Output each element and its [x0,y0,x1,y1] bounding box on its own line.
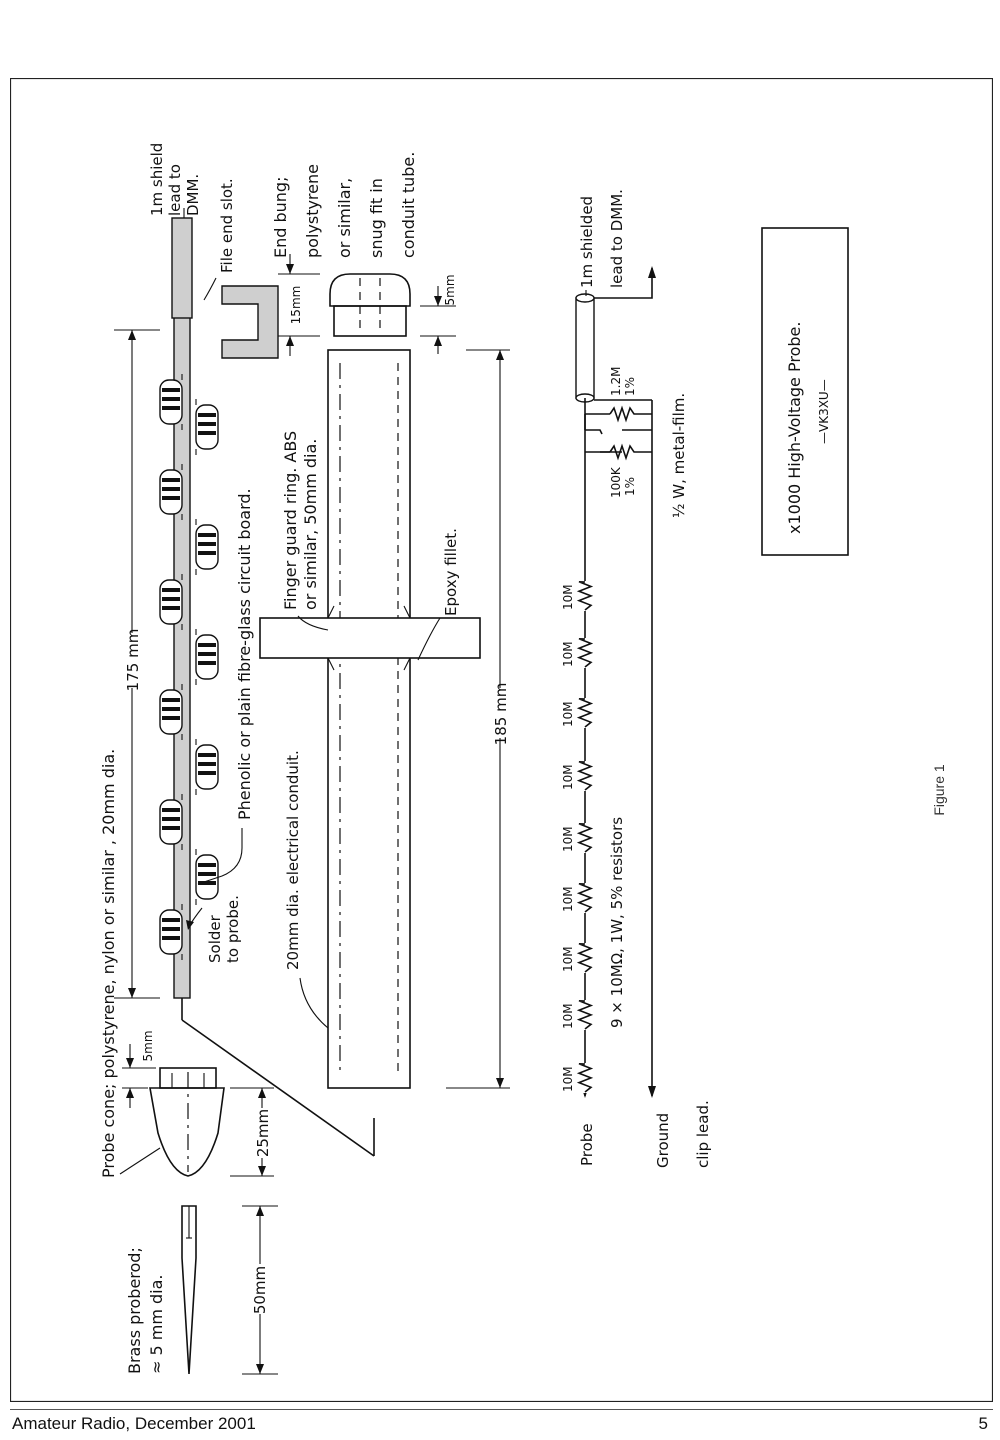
board-resistor [159,684,183,740]
board-resistor [159,904,183,960]
series-resistor [576,1000,594,1030]
conduit-label: 20mm dia. electrical conduit. [284,750,302,970]
shielded-lead [575,297,595,399]
dim-25mm-label: 25mm [254,1109,272,1157]
end-bung-label-2: polystyrene [303,164,322,258]
series-resistor-label: 10M [561,826,575,852]
board-resistor [195,629,219,685]
series-resistor [576,638,594,668]
board-resistor [159,574,183,630]
r12m-label-2: 1% [623,377,637,396]
end-bung-label-1: End bung; [271,177,290,258]
figure-1-diagram: 50mm Brass proberod; ≈ 5 mm dia. 5mm 25m… [10,78,993,1402]
probe-cone-label: Probe cone; polystyrene, nylon or simila… [99,749,118,1178]
series-resistor-label: 10M [561,1066,575,1092]
dim-50mm: 50mm [242,1205,278,1375]
dim-185mm: 185 mm [446,349,510,1089]
epoxy-label: Epoxy fillet. [442,528,460,616]
brass-probe-rod [181,1205,197,1375]
end-bung-label-5: conduit tube. [399,152,418,258]
shield-label-1: 1m shield [148,143,166,216]
author-label: —VK3XU— [817,379,831,444]
ground-label-2: clip lead. [694,1100,712,1168]
shielded-lead-label-2: lead to DMM. [608,189,626,288]
end-bung-label-4: snug fit in [367,178,386,258]
series-resistor-label: 10M [561,764,575,790]
series-resistor [576,943,594,973]
footer-page-number: 5 [978,1414,988,1433]
shield-label-2: lead to [166,164,184,216]
series-resistor [576,823,594,853]
dim-175mm: 175 mm [114,329,160,999]
dim-bung: 15mm 5mm [278,254,457,356]
figure-frame [10,78,993,1402]
finger-guard-label-1: Finger guard ring. ABS [281,431,300,610]
series-resistor-label: 10M [561,701,575,727]
board-resistor [159,374,183,430]
shield-lead [171,217,193,319]
r100k-label-2: 1% [623,477,637,496]
board-label: Phenolic or plain fibre-glass circuit bo… [235,488,254,820]
footer-rule [10,1409,993,1410]
series-resistor [576,883,594,913]
file-slot-label: File end slot. [218,178,236,273]
r12m-label-1: 1.2M [609,367,623,396]
dim-cone: 5mm 25mm [122,1030,274,1177]
dim-5mm-cone-label: 5mm [141,1030,155,1061]
board-resistor [159,464,183,520]
figure-caption: Figure 1 [931,764,947,816]
series-resistor-label: 10M [561,584,575,610]
board-resistor [195,739,219,795]
schematic [575,266,656,1098]
metal-film-label: ½ W, metal-film. [670,393,688,518]
file-end-slot [221,285,279,359]
dim-175mm-label: 175 mm [124,629,142,692]
end-bung-label-3: or similar, [335,178,354,258]
series-resistor-label: 10M [561,886,575,912]
end-bung [329,273,411,337]
assembly-line-1 [181,1019,375,1157]
series-resistor [576,1063,594,1093]
brass-rod-label-2: ≈ 5 mm dia. [147,1274,166,1374]
probe-cone [149,1067,225,1177]
title-box [761,227,849,556]
board-resistor [159,794,183,850]
probe-title: x1000 High-Voltage Probe. [785,322,804,534]
series-resistor-labels: 10M 10M 10M 10M 10M 10M 10M 10M 10M [561,584,575,1092]
shielded-lead-label-1: 1m shielded [578,196,596,288]
series-resistor [576,581,594,611]
dim-50mm-label: 50mm [251,1266,269,1314]
solder-label-1: Solder [206,914,224,963]
board-resistor [195,519,219,575]
footer-publication: Amateur Radio, December 2001 [12,1414,256,1433]
series-resistors [576,581,594,1093]
dim-15mm-label: 15mm [289,286,303,325]
series-resistor-label: 10M [561,946,575,972]
solder-label-2: to probe. [224,895,242,963]
dim-5mm-bung-label: 5mm [443,274,457,305]
series-resistor-label: 10M [561,641,575,667]
ground-label-1: Ground [654,1113,672,1168]
resistors-note: 9 × 10MΩ, 1W, 5% resistors [608,817,626,1028]
conduit-tube [327,349,411,1089]
board-resistor [195,399,219,455]
probe-terminal-label: Probe [578,1123,596,1166]
series-resistor [576,698,594,728]
finger-guard-label-2: or similar, 50mm dia. [301,439,320,610]
resistor-100k [584,414,652,435]
board-resistors [159,374,219,960]
series-resistor [576,761,594,791]
board-resistor [195,849,219,905]
dim-185mm-label: 185 mm [492,683,510,746]
r100k-label-1: 100K [609,466,623,498]
shield-label-3: DMM. [184,174,202,216]
brass-rod-label-1: Brass proberod; [125,1247,144,1374]
finger-guard-ring [259,605,481,671]
series-resistor-label: 10M [561,1003,575,1029]
